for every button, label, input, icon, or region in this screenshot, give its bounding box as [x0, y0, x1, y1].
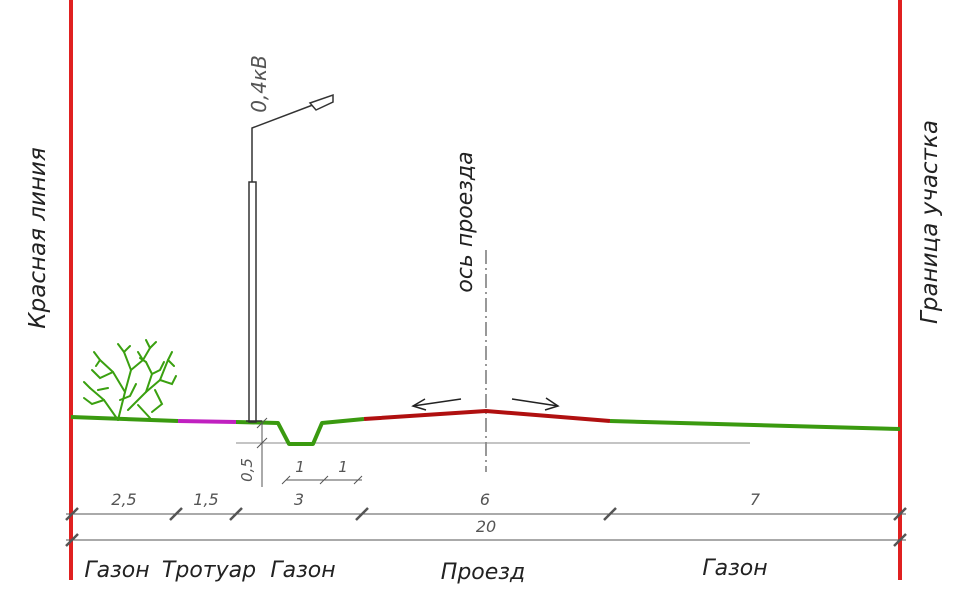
- zone-label-lawn-2: Газон: [270, 558, 335, 583]
- lawn-ditch-profile: [235, 417, 365, 446]
- segment-label-3: 3: [294, 490, 304, 509]
- segment-label-2: 1,5: [193, 490, 218, 509]
- lawn-left-profile: [70, 415, 179, 423]
- zone-label-sidewalk: Тротуар: [162, 558, 256, 583]
- ditch-depth-label: 0,5: [238, 458, 256, 482]
- segment-label-1: 2,5: [111, 490, 136, 509]
- road-profile: [363, 408, 611, 423]
- segment-dimension-chain: [65, 507, 907, 521]
- zone-label-lawn-3: Газон: [702, 556, 767, 581]
- sidewalk-profile: [177, 419, 237, 424]
- total-dimension-label: 20: [476, 517, 496, 536]
- segment-label-4: 6: [480, 490, 490, 509]
- site-boundary-label: Граница участка: [917, 120, 943, 324]
- zone-label-road: Проезд: [441, 560, 525, 585]
- slope-arrow-left: [411, 398, 462, 411]
- ditch-width-dimension: [281, 475, 363, 485]
- total-dimension: [65, 533, 907, 547]
- lamp-voltage-label: 0,4кВ: [247, 55, 271, 113]
- tree-icon: [83, 339, 177, 421]
- ditch-depth-dimension: [256, 417, 268, 487]
- ditch-bottom-label: 1: [295, 458, 305, 476]
- zone-label-lawn-1: Газон: [84, 558, 149, 583]
- lawn-right-profile: [609, 419, 901, 431]
- street-lamp: [246, 93, 334, 423]
- segment-label-5: 7: [750, 490, 761, 509]
- red-line-label: Красная линия: [25, 147, 51, 329]
- road-axis-label: ось проезда: [453, 151, 478, 292]
- slope-arrow-right: [511, 397, 560, 411]
- ditch-slope-label: 1: [338, 458, 348, 476]
